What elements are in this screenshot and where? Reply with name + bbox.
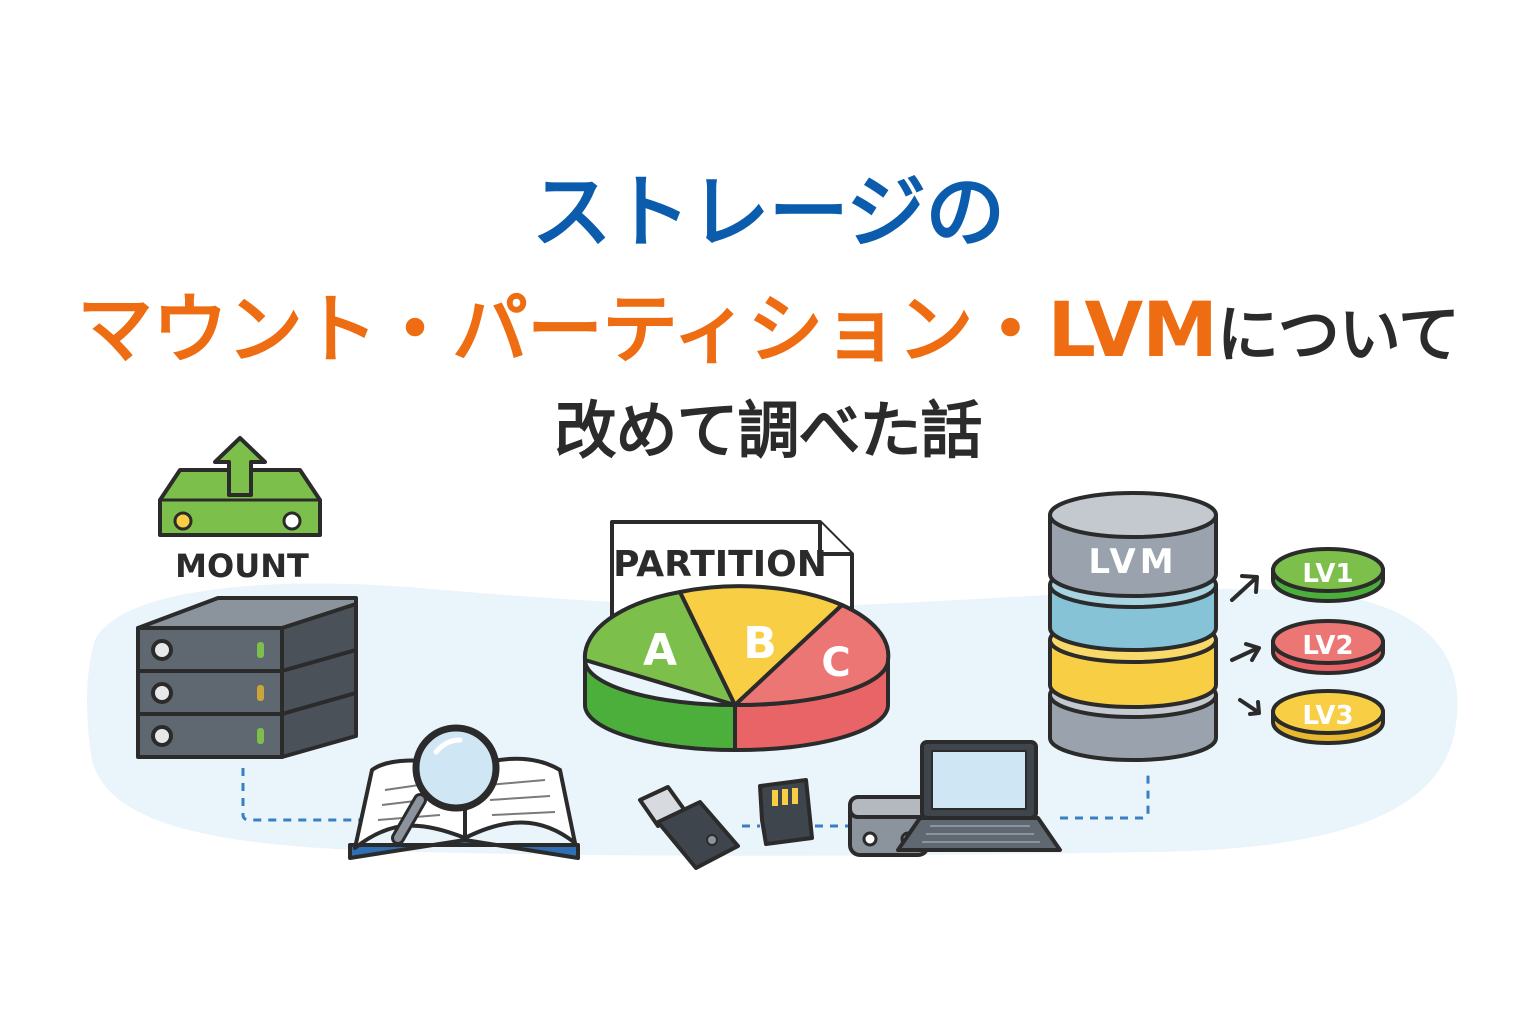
- partition-slice-b: B: [743, 618, 777, 669]
- lv2-pill: [1271, 619, 1385, 675]
- lv2-label: LV2: [1302, 631, 1353, 661]
- server-rack-icon: [136, 596, 358, 759]
- partition-pie-icon: [582, 584, 891, 753]
- lv3-label: LV3: [1302, 701, 1353, 731]
- mount-drive-icon: [158, 436, 322, 537]
- lvm-cylinder-icon: [1048, 491, 1218, 762]
- mount-label: MOUNT: [175, 547, 309, 585]
- dashed-connectors: [241, 768, 1150, 828]
- title-line-3: 改めて調べた話: [554, 394, 982, 467]
- title-line-1: ストレージの: [531, 166, 1005, 259]
- lv1-label: LV1: [1302, 559, 1353, 589]
- title-line-2-suffix: について: [1216, 298, 1460, 371]
- lv1-pill: [1271, 547, 1385, 603]
- laptop-icon: [896, 740, 1062, 852]
- title-line-2: マウント・パーティション・LVMについて: [0, 268, 1536, 378]
- lv-arrows: [1230, 574, 1261, 716]
- book-magnifier-icon: [348, 724, 580, 860]
- title-line-2-main: マウント・パーティション・LVM: [77, 285, 1218, 374]
- usb-stick-icon: [638, 785, 740, 870]
- partition-label: PARTITION: [613, 544, 827, 585]
- lvm-label: LVM: [1088, 542, 1177, 582]
- sd-card-icon: [758, 778, 814, 846]
- partition-slice-c: C: [821, 640, 850, 686]
- partition-slice-a: A: [643, 625, 677, 676]
- lv3-pill: [1271, 689, 1385, 745]
